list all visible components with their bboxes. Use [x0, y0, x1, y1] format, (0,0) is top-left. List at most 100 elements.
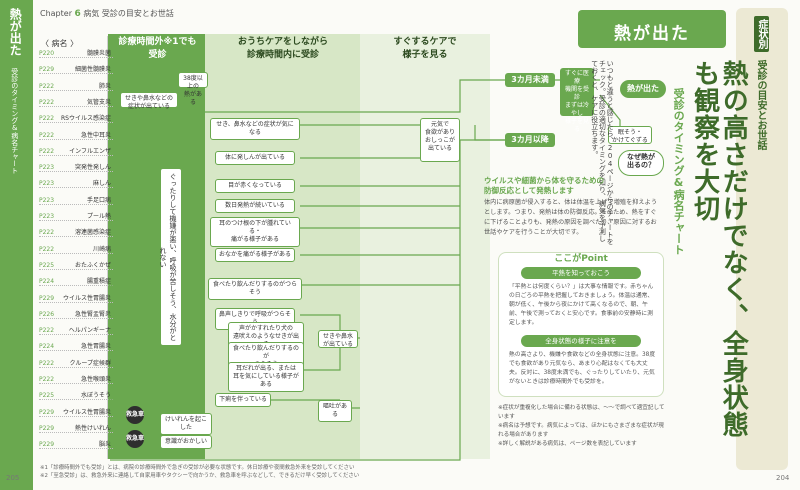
disease-name: 手足口病	[86, 196, 111, 204]
symptom-cough-runny-nose: せき、鼻水などの症状が気になる	[210, 118, 300, 140]
disease-name: 急性腎盂腎炎	[74, 310, 111, 318]
disease-page: P229	[39, 66, 55, 74]
right-side-panel: 症状別 受診の目安とお世話	[736, 8, 788, 470]
chapter-number: 6	[74, 9, 81, 19]
page-number-left: 205	[6, 474, 20, 482]
disease-name: RSウイルス感染症	[61, 115, 111, 123]
convulsion-box: けいれんを起こした	[160, 413, 212, 435]
vomit-branch-box: 嘔吐がある	[318, 400, 352, 422]
disease-page: P222	[39, 115, 55, 123]
symptom-hard-to-eat: 食べたり飲んだりするのがつらそう	[208, 278, 302, 300]
intro-block: ウイルスや細菌から体を守るための 防御反応として発熱します 体内に病原菌が侵入す…	[484, 176, 662, 238]
disease-name: ヘルパンギーナ	[68, 327, 111, 335]
disease-page: P223	[39, 164, 55, 172]
disease-page: P222	[39, 359, 55, 367]
headline-vertical: 熱の高さだけでなく、全身状態も観察を大切	[689, 60, 749, 438]
disease-page: P224	[39, 343, 55, 351]
point-sub1: 平熱を知っておこう	[521, 267, 641, 279]
disease-name: 脳炎	[98, 441, 111, 449]
disease-row: P223 手足口病	[39, 197, 113, 205]
column-band-home-care	[360, 34, 490, 459]
point-sub2: 全身状態の様子に注意を	[521, 335, 641, 347]
disease-row: P226 急性腎盂腎炎	[39, 311, 113, 319]
disease-name: 腸重積症	[86, 278, 111, 286]
disease-page: P222	[39, 229, 55, 237]
symptom-red-eyes: 目が赤くなっている	[215, 179, 295, 193]
left-section-tab: 熱が出た 受診のタイミング&病名チャート	[0, 0, 33, 490]
disease-page: P223	[39, 180, 55, 188]
consciousness-box: 意識がおかしい	[160, 435, 212, 449]
symptom-ear-discharge: 耳だれが出る、または 耳を気にしている様子がある	[228, 362, 304, 392]
disease-name: 急性胃腸炎	[80, 343, 111, 351]
right-title-text: 熱が出た	[614, 24, 690, 44]
disease-row: P229 脳炎	[39, 441, 113, 450]
notes: ※症状が重複化した場合に備わる状態は、〜〜で調べて適宜記しています ※病名は予想…	[498, 405, 665, 447]
under3-note-box: すぐに医療 機関を受診 まずは冷やし 様子を見る	[560, 68, 594, 133]
disease-name: 溶連菌感染症	[74, 229, 111, 237]
description-vertical: いつもと違うと感じたら、204ページからのチャートをチェック。受診の適切なタイミ…	[590, 60, 615, 245]
chapter-word: Chapter	[40, 9, 72, 18]
disease-row: P222 クループ症候群	[39, 360, 113, 368]
column-head-out-hours: 診療時間外※1でも 受診	[118, 37, 197, 60]
disease-row: P225 水ぼうそう	[39, 392, 113, 401]
disease-page: P225	[39, 392, 55, 400]
disease-name: 熱性けいれん	[74, 424, 111, 432]
disease-page: P220	[39, 50, 55, 57]
disease-row: P222 ヘルパンギーナ	[39, 327, 113, 336]
symptom-rash: 体に発しんが出ている	[215, 151, 295, 165]
disease-name: おたふくかぜ	[74, 261, 111, 269]
disease-name: 肺炎	[98, 82, 111, 90]
chart-label-vertical: 受診のタイミング&病名チャート	[672, 88, 686, 255]
point-text2: 熱の高さより、機嫌や食欲などの全身状態に注意。38度でも食欲があり元気なら、あま…	[509, 352, 656, 385]
symptom-diarrhea: 下痢を伴っている	[215, 393, 271, 407]
disease-page: P225	[39, 261, 55, 269]
disease-row: P225 おたふくかぜ	[39, 262, 113, 270]
column-head-in-hours: おうちケアをしながら 診療時間内に受診	[237, 37, 328, 60]
disease-page: P222	[39, 327, 55, 335]
disease-row: P222 溶連菌感染症	[39, 229, 113, 238]
disease-page: P222	[39, 82, 55, 90]
disease-page: P226	[39, 310, 55, 318]
symptom-stomach-pain: おなかを痛がる様子がある	[215, 248, 295, 262]
disease-page: P229	[39, 294, 55, 302]
left-tab-title: 熱が出た	[8, 8, 23, 56]
disease-page: P229	[39, 408, 55, 416]
disease-name: 水ぼうそう	[80, 392, 111, 400]
baby-cough-box: せきや鼻水などの 症状が出ている	[120, 92, 178, 110]
point-box: ここがPoint 平熱を知っておこう 「平熱とは何度くらい？」は大事な情報です。…	[498, 252, 664, 397]
disease-name: 川崎病	[92, 245, 111, 253]
chapter-title: 病気	[83, 9, 100, 18]
ambulance-tag-2: 救急車	[126, 430, 144, 448]
disease-page: P229	[39, 424, 55, 432]
left-tab-subtitle: 受診のタイミング&病名チャート	[10, 68, 19, 174]
disease-page: P229	[39, 441, 55, 449]
symptom-swelling: 耳のつけ根の下が腫れている・ 痛がる様子がある	[210, 217, 300, 247]
disease-row: P224 急性胃腸炎	[39, 343, 113, 352]
disease-page: P223	[39, 196, 55, 204]
baby-high-fever-box: 38度以上の 熱がある	[178, 72, 208, 106]
fever-start-node: 熱が出た	[620, 80, 666, 98]
disease-page: P222	[39, 131, 55, 139]
chapter-section: 受診の目安とお世話	[101, 9, 174, 18]
disease-page: P224	[39, 278, 55, 286]
normal-condition-box: 元気で 食欲があり おしっこが 出ている	[420, 118, 460, 162]
right-page-title: 熱が出た	[578, 10, 726, 48]
disease-name: 細菌性髄膜炎	[74, 66, 111, 74]
page-number-right: 204	[776, 474, 790, 482]
disease-name: クループ症候群	[69, 359, 111, 367]
disease-name: 気管支炎	[86, 98, 111, 106]
disease-page: P222	[39, 376, 55, 383]
intro-text: 体内に病原菌が侵入すると、体は体温を上げて増殖を抑えようとします。つまり、発熱は…	[484, 199, 658, 236]
disease-name: 突発性発しん	[74, 164, 111, 172]
over3-note-box: 眠そう・ かけてぐずる	[608, 126, 652, 144]
disease-name: 麻しん	[92, 180, 111, 188]
